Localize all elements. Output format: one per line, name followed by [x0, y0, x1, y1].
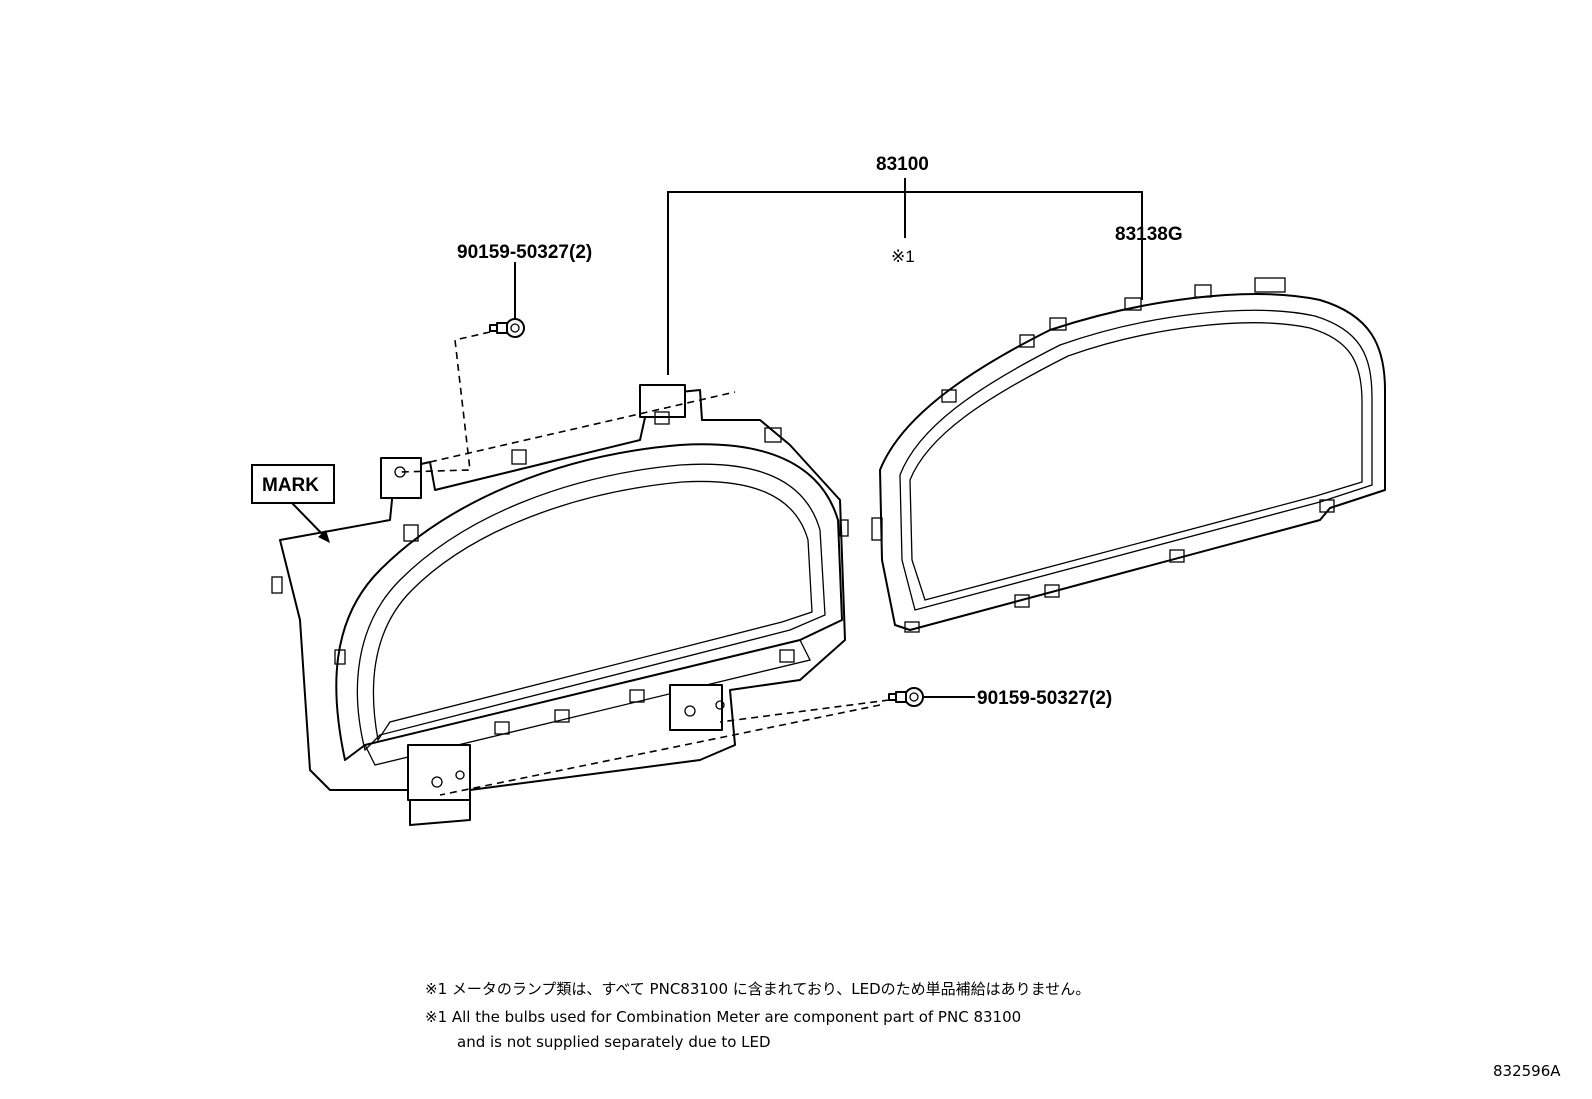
screw-top-part-number[interactable]: 90159-50327(2) [457, 242, 592, 263]
screw-top-dashed-axis [429, 391, 736, 463]
note-japanese: ※1 メータのランプ類は、すべて PNC83100 に含まれており、LEDのため… [425, 980, 1091, 998]
screw-bottom-dashed-upper [719, 699, 890, 723]
assembly-leader [667, 178, 1143, 375]
mark-label: MARK [262, 475, 319, 496]
note-english-line2: and is not supplied separately due to LE… [457, 1033, 771, 1051]
combination-meter-housing[interactable] [271, 384, 849, 826]
assembly-part-number[interactable]: 83100 [876, 154, 929, 175]
screw-bottom[interactable] [888, 687, 924, 707]
meter-glass[interactable] [871, 277, 1386, 633]
illustration-id: 832596A [1493, 1062, 1561, 1080]
mark-arrowhead [318, 530, 330, 543]
note-ref-marker: ※1 [891, 247, 915, 266]
screw-bottom-dashed-lower [439, 704, 881, 796]
screw-top[interactable] [489, 318, 525, 338]
note-english-line1: ※1 All the bulbs used for Combination Me… [425, 1008, 1022, 1026]
screw-top-dashed-path [399, 331, 491, 473]
glass-part-number[interactable]: 83138G [1115, 224, 1183, 245]
screw-bottom-part-number[interactable]: 90159-50327(2) [977, 688, 1112, 709]
